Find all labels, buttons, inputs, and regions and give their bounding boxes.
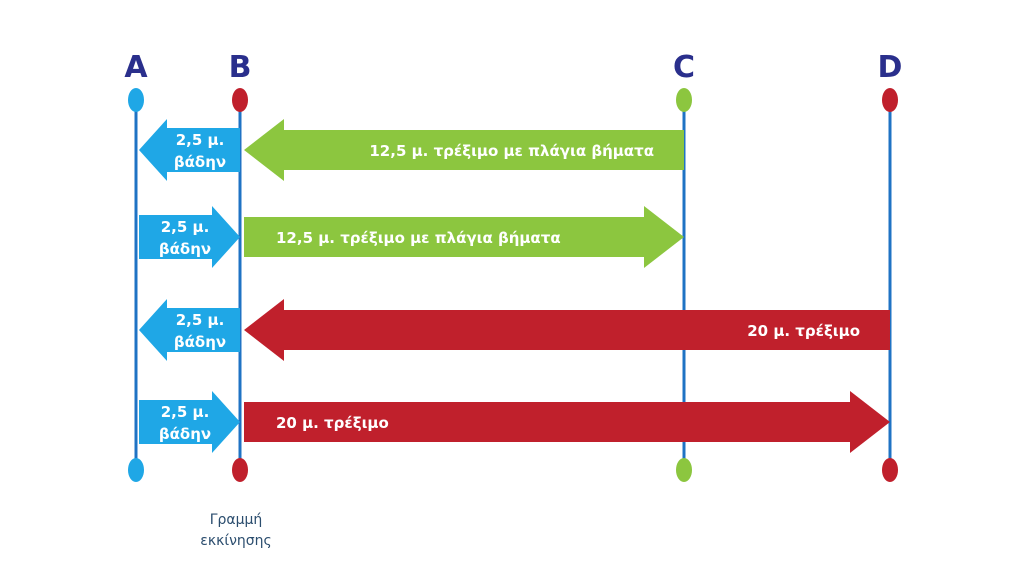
run-label-1: 12,5 μ. τρέξιμο με πλάγια βήματα <box>369 142 654 160</box>
line-label-b: B <box>229 50 252 85</box>
line-label-d: D <box>878 50 903 85</box>
walk-label-line2-4: βάδην <box>159 425 211 443</box>
run-arrow-4 <box>244 391 890 453</box>
start-line-caption: Γραμμή εκκίνησης <box>176 510 296 552</box>
dot-top-d <box>882 88 898 112</box>
walk-label-line1-1: 2,5 μ. <box>176 131 225 149</box>
run-label-3: 20 μ. τρέξιμο <box>747 322 860 340</box>
dot-bottom-c <box>676 458 692 482</box>
run-arrow-3 <box>244 299 890 361</box>
dot-bottom-b <box>232 458 248 482</box>
walk-label-line1-4: 2,5 μ. <box>161 403 210 421</box>
walk-arrow-4 <box>139 391 240 453</box>
line-label-c: C <box>673 50 695 85</box>
run-arrow-2 <box>244 206 684 268</box>
walk-arrow-3 <box>139 299 240 361</box>
walk-label-line2-2: βάδην <box>159 240 211 258</box>
run-label-2: 12,5 μ. τρέξιμο με πλάγια βήματα <box>276 229 561 247</box>
run-label-4: 20 μ. τρέξιμο <box>276 414 389 432</box>
caption-line-1: Γραμμή <box>209 512 263 528</box>
walk-label-line2-1: βάδην <box>174 153 226 171</box>
walk-label-line2-3: βάδην <box>174 333 226 351</box>
walk-arrow-1 <box>139 119 240 181</box>
walk-arrow-2 <box>139 206 240 268</box>
dot-bottom-a <box>128 458 144 482</box>
dot-bottom-d <box>882 458 898 482</box>
walk-label-line1-3: 2,5 μ. <box>176 311 225 329</box>
run-arrow-1 <box>244 119 684 181</box>
line-label-a: A <box>124 50 148 85</box>
dot-top-c <box>676 88 692 112</box>
walk-label-line1-2: 2,5 μ. <box>161 218 210 236</box>
dot-top-b <box>232 88 248 112</box>
dot-top-a <box>128 88 144 112</box>
caption-line-2: εκκίνησης <box>200 533 272 549</box>
